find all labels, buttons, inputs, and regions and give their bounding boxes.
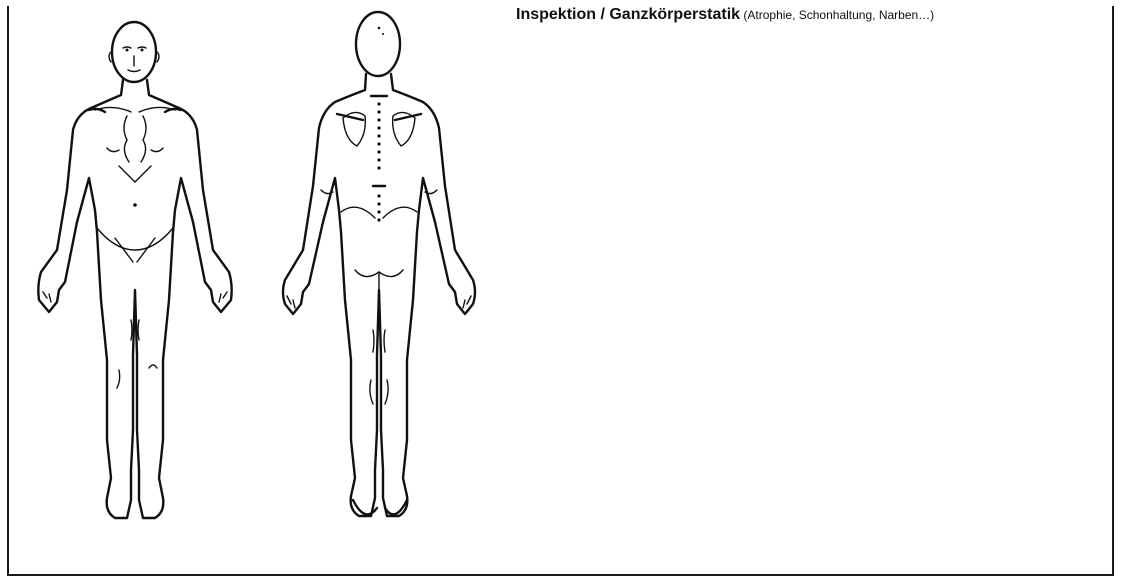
body-front-icon bbox=[15, 0, 255, 540]
section-title: Inspektion / Ganzkörperstatik bbox=[516, 6, 740, 23]
body-back-icon bbox=[265, 0, 505, 540]
section-heading: Inspektion / Ganzkörperstatik (Atrophie,… bbox=[516, 6, 934, 24]
section-hint: (Atrophie, Schonhaltung, Narben…) bbox=[740, 8, 934, 22]
